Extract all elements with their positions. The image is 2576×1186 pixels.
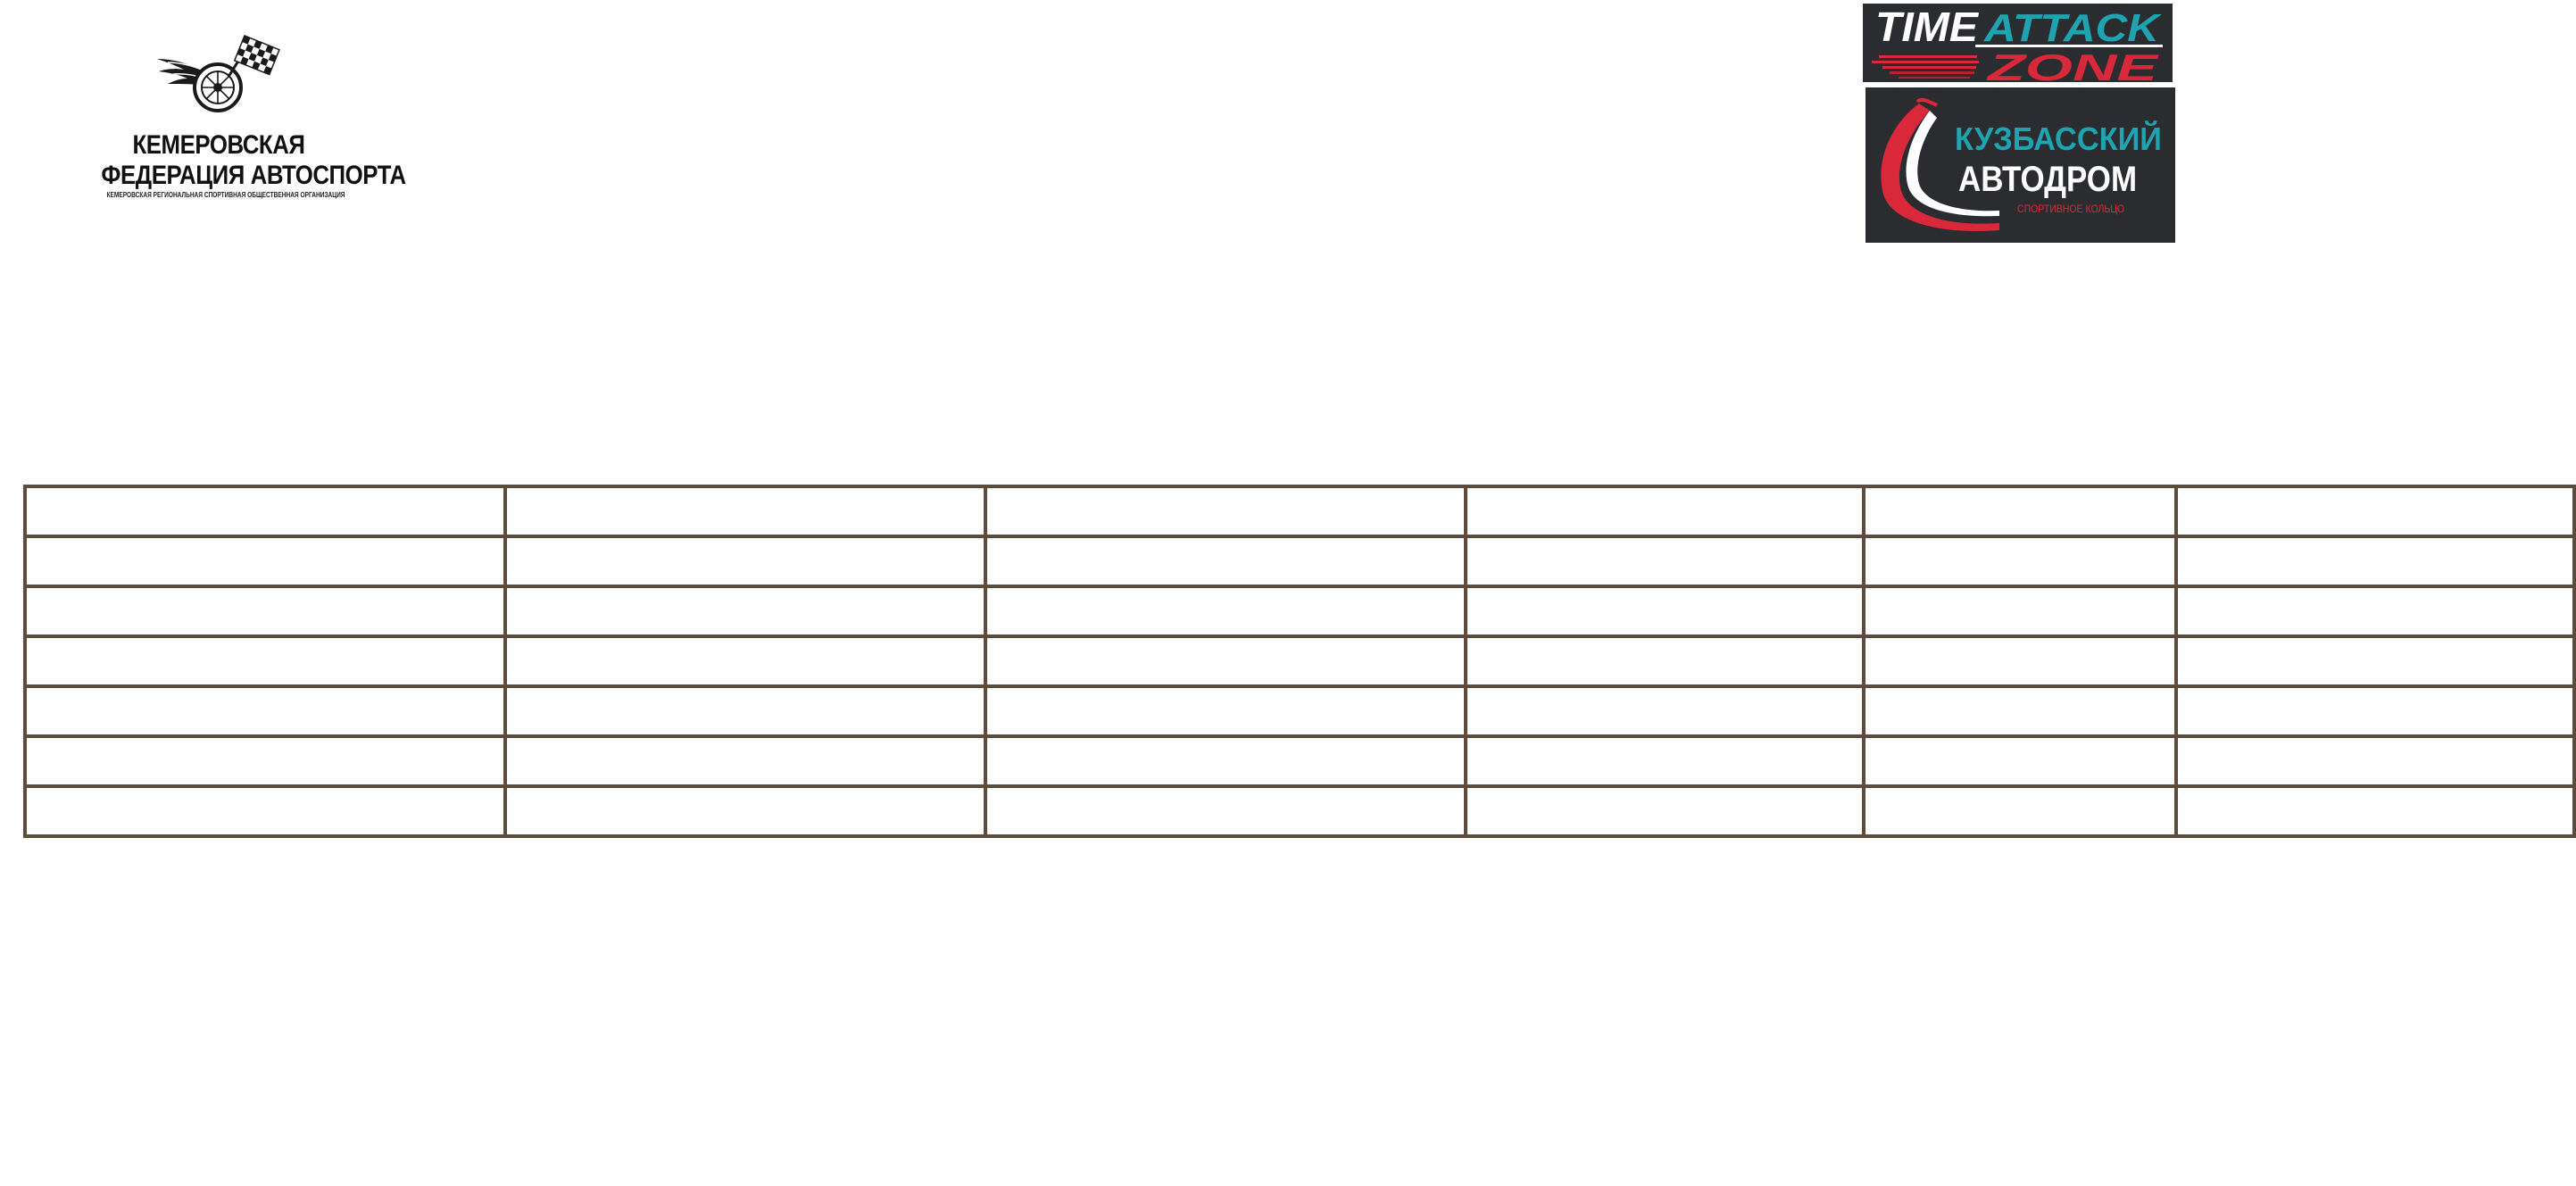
table-cell xyxy=(1862,734,2178,788)
table-cell xyxy=(2174,585,2576,638)
results-table-body xyxy=(23,485,2576,838)
table-cell xyxy=(984,535,1467,588)
table-cell xyxy=(1862,485,2178,538)
table-row xyxy=(23,485,2576,538)
federation-subtitle: КЕМЕРОВСКАЯ РЕГИОНАЛЬНАЯ СПОРТИВНАЯ ОБЩЕ… xyxy=(106,191,345,199)
table-row xyxy=(23,535,2576,588)
autodrom-subtitle: СПОРТИВНОЕ КОЛЬЦО xyxy=(2017,203,2124,215)
table-cell xyxy=(503,734,987,788)
table-cell xyxy=(1862,784,2178,838)
results-table xyxy=(23,485,2576,838)
autodrom-title-line1: КУЗБАССКИЙ xyxy=(1955,120,2162,157)
table-cell xyxy=(2174,684,2576,738)
table-cell xyxy=(23,535,507,588)
table-cell xyxy=(1862,634,2178,688)
table-cell xyxy=(1464,684,1866,738)
table-cell xyxy=(2174,535,2576,588)
table-cell xyxy=(1464,784,1866,838)
table-cell xyxy=(1862,684,2178,738)
table-cell xyxy=(2174,784,2576,838)
table-row xyxy=(23,684,2576,738)
table-cell xyxy=(503,634,987,688)
table-cell xyxy=(984,734,1467,788)
table-cell xyxy=(984,485,1467,538)
speed-stripes xyxy=(1872,45,2163,79)
table-cell xyxy=(503,535,987,588)
logo-word-attack: ATTACK xyxy=(1983,6,2163,50)
table-cell xyxy=(1464,535,1866,588)
federation-title-line2: ФЕДЕРАЦИЯ АВТОСПОРТА xyxy=(101,161,406,190)
table-cell xyxy=(1464,485,1866,538)
federation-title-line1: КЕМЕРОВСКАЯ xyxy=(132,130,305,160)
table-cell xyxy=(2174,734,2576,788)
time-attack-zone-graphic: TIME ATTACK ZONE xyxy=(1872,4,2163,82)
table-cell xyxy=(503,684,987,738)
kuzbass-autodrom-logo: КУЗБАССКИЙ АВТОДРОМ СПОРТИВНОЕ КОЛЬЦО xyxy=(1866,87,2175,243)
table-row xyxy=(23,634,2576,688)
table-cell xyxy=(23,684,507,738)
table-cell xyxy=(23,784,507,838)
table-cell xyxy=(503,485,987,538)
table-cell xyxy=(1464,734,1866,788)
winged-wheel-checkered-flag-icon xyxy=(157,35,280,112)
table-cell xyxy=(23,734,507,788)
table-row xyxy=(23,784,2576,838)
time-attack-zone-logo: TIME ATTACK ZONE xyxy=(1863,4,2173,82)
table-cell xyxy=(23,634,507,688)
table-cell xyxy=(984,784,1467,838)
table-cell xyxy=(503,784,987,838)
logo-word-zone: ZONE xyxy=(1986,46,2160,82)
autodrom-title-line2: АВТОДРОМ xyxy=(1958,160,2137,199)
table-cell xyxy=(503,585,987,638)
table-cell xyxy=(23,485,507,538)
table-row xyxy=(23,734,2576,788)
table-cell xyxy=(2174,485,2576,538)
table-row xyxy=(23,585,2576,638)
table-cell xyxy=(2174,634,2576,688)
table-cell xyxy=(1862,535,2178,588)
autodrom-graphic: КУЗБАССКИЙ АВТОДРОМ СПОРТИВНОЕ КОЛЬЦО xyxy=(1881,97,2162,231)
race-track-icon xyxy=(1881,97,1999,231)
federation-logo: КЕМЕРОВСКАЯ ФЕДЕРАЦИЯ АВТОСПОРТА КЕМЕРОВ… xyxy=(82,16,406,199)
table-cell xyxy=(1464,585,1866,638)
table-cell xyxy=(1862,585,2178,638)
table-cell xyxy=(1464,634,1866,688)
logo-word-time: TIME xyxy=(1875,4,1979,50)
table-cell xyxy=(984,585,1467,638)
table-cell xyxy=(984,684,1467,738)
table-cell xyxy=(984,634,1467,688)
table-cell xyxy=(23,585,507,638)
